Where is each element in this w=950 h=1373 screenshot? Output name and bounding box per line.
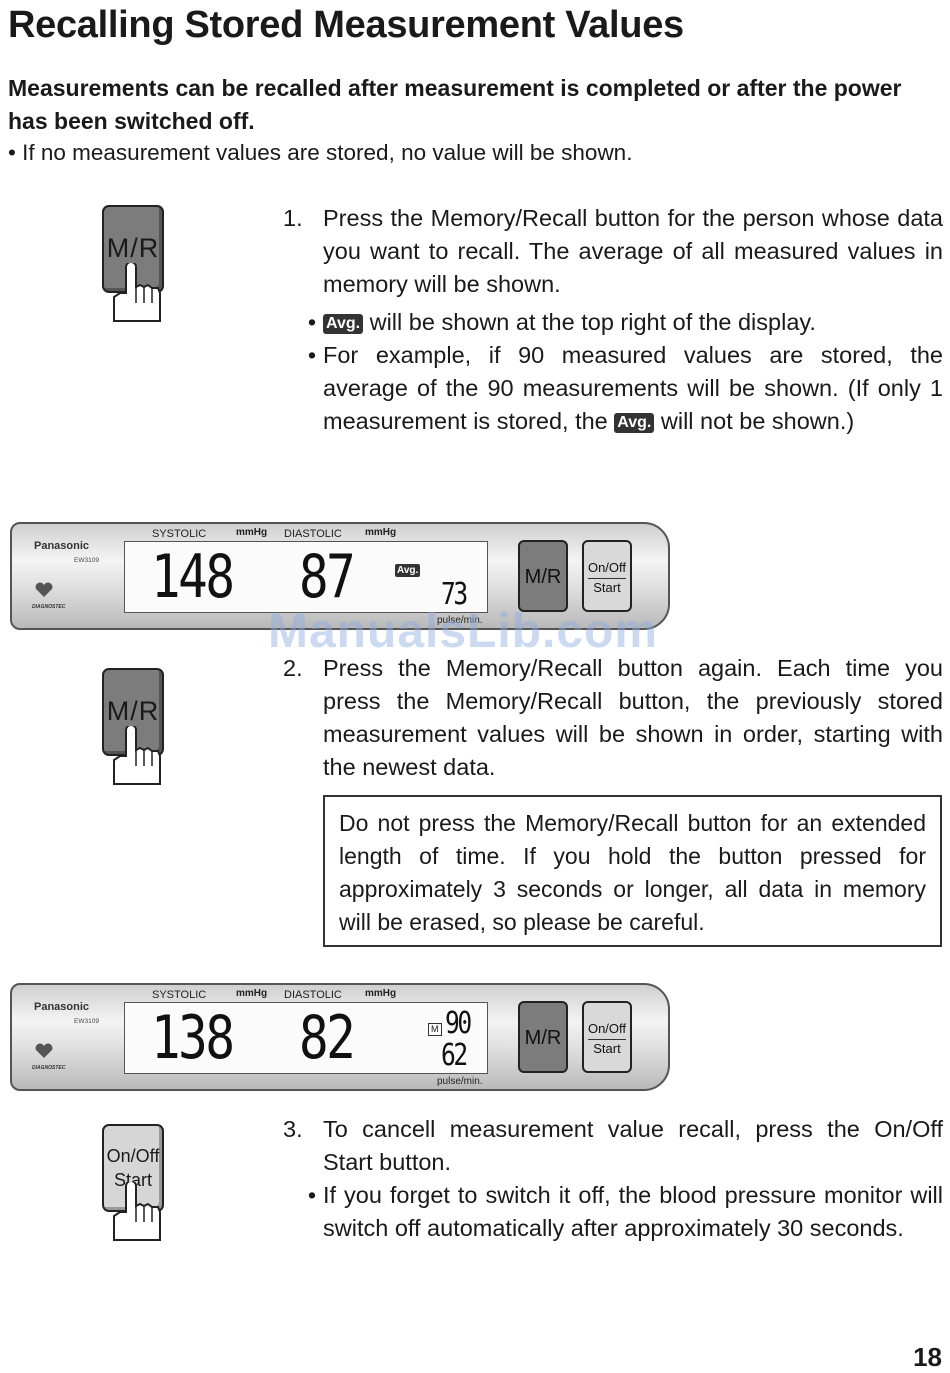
start-label: Start [113, 1170, 152, 1190]
page-title: Recalling Stored Measurement Values [8, 4, 684, 46]
monitor-panel-average: Panasonic EW3109 DIAGNOSTEC SYSTOLIC mmH… [10, 522, 670, 630]
unit-label: mmHg [365, 988, 397, 999]
diastolic-label: DIASTOLIC [284, 989, 342, 1001]
step-3-bullet: If you forget to switch it off, the bloo… [323, 1182, 943, 1241]
step-1-bullet-1: Avg. will be shown at the top right of t… [323, 306, 943, 339]
onoff-label: On/Off [106, 1146, 160, 1166]
brand-logo: Panasonic [34, 1001, 90, 1013]
lcd-display: 138 82 M 90 62 [124, 1002, 488, 1074]
model-number: EW3109 [74, 1018, 99, 1025]
systolic-value: 148 [151, 542, 235, 612]
unit-label: mmHg [365, 527, 397, 538]
onoff-button-illustration: On/Off Start [102, 1124, 164, 1242]
avg-badge: Avg. [323, 314, 364, 334]
page-number: 18 [913, 1342, 942, 1372]
avg-badge: Avg. [614, 413, 655, 433]
unit-label: mmHg [236, 527, 268, 538]
mr-button-illustration: M/R [102, 205, 164, 323]
pulse-label: pulse/min. [437, 615, 483, 626]
memory-indicator: M [428, 1023, 442, 1036]
pointing-hand-icon [113, 263, 161, 322]
step-1-bullet-2: For example, if 90 measured values are s… [323, 342, 943, 434]
panel-mr-button: M/R [518, 540, 568, 612]
systolic-label: SYSTOLIC [152, 528, 207, 540]
diastolic-label: DIASTOLIC [284, 528, 342, 540]
step-text: Press the Memory/Recall button again. Ea… [323, 655, 943, 780]
model-number: EW3109 [74, 557, 99, 564]
mr-button-illustration: M/R [102, 668, 164, 786]
lcd-display: 148 87 Avg. 73 [124, 541, 488, 613]
avg-indicator: Avg. [395, 564, 421, 577]
systolic-value: 138 [151, 1003, 235, 1073]
memory-number: 90 [445, 1006, 472, 1041]
step-number: 2. [283, 655, 303, 681]
pointing-hand-icon [113, 726, 161, 785]
step-number: 3. [283, 1116, 303, 1142]
pointing-hand-icon [113, 1182, 161, 1241]
panel-mr-button: M/R [518, 1001, 568, 1073]
step-2: 2. Press the Memory/Recall button again.… [283, 652, 943, 784]
diagnostec-logo: DIAGNOSTEC [32, 604, 66, 610]
unit-label: mmHg [236, 988, 268, 999]
step-1: 1. Press the Memory/Recall button for th… [283, 202, 943, 438]
systolic-label: SYSTOLIC [152, 989, 207, 1001]
warning-box: Do not press the Memory/Recall button fo… [323, 795, 942, 947]
diagnostec-logo: DIAGNOSTEC [32, 1065, 66, 1071]
diastolic-value: 87 [299, 542, 356, 612]
note-line: • If no measurement values are stored, n… [8, 140, 633, 165]
watermark: ManualsLib.com [268, 605, 659, 658]
pulse-value: 62 [441, 1038, 468, 1073]
mr-button-label: M/R [106, 233, 160, 263]
lead-paragraph: Measurements can be recalled after measu… [8, 75, 902, 134]
step-text: To cancell measurement value recall, pre… [323, 1116, 943, 1175]
step-3: 3. To cancell measurement value recall, … [283, 1113, 943, 1245]
monitor-panel-memory: Panasonic EW3109 DIAGNOSTEC SYSTOLIC mmH… [10, 983, 670, 1091]
mr-button-label: M/R [106, 696, 160, 726]
step-number: 1. [283, 205, 303, 231]
pulse-value: 73 [441, 577, 468, 612]
pulse-label: pulse/min. [437, 1076, 483, 1087]
brand-logo: Panasonic [34, 540, 90, 552]
heart-icon [35, 1043, 53, 1058]
heart-icon [35, 582, 53, 597]
step-text: Press the Memory/Recall button for the p… [323, 205, 943, 297]
diastolic-value: 82 [299, 1003, 356, 1073]
